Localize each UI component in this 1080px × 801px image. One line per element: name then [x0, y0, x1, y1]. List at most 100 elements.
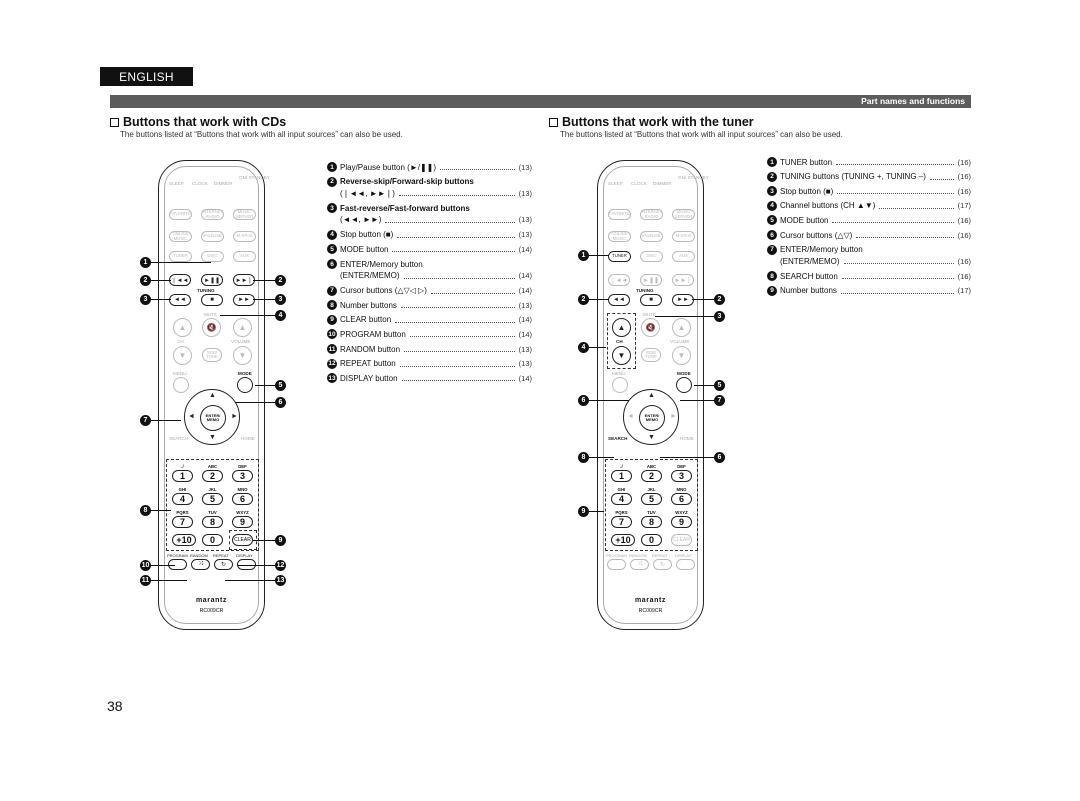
transport-button[interactable]: ■ [201, 294, 223, 306]
transport-button[interactable]: ►►❘ [233, 274, 255, 286]
volume-down-button[interactable]: ▼ [672, 346, 691, 365]
bottom-button[interactable] [607, 559, 626, 570]
volume-down-button[interactable]: ▼ [233, 346, 252, 365]
transport-button[interactable]: ►❚❚ [201, 274, 223, 286]
transport-button[interactable]: ►► [233, 294, 255, 306]
key-letters-label: PQRS [615, 510, 628, 515]
cursor-pad[interactable]: ▲ ▼ ◄ ► ENTER/ MEMO [184, 389, 240, 445]
source-button[interactable]: M-XPort [672, 231, 695, 242]
bottom-button[interactable]: ↻ [653, 559, 672, 570]
number-key-5[interactable]: 5 [202, 493, 223, 505]
number-key-9[interactable]: 9 [232, 516, 253, 528]
number-key-3[interactable]: 3 [671, 470, 692, 482]
sound-button[interactable]: SDB/ TONE [202, 348, 222, 362]
source-button[interactable]: iPod/USB [201, 231, 224, 242]
source-button[interactable]: AUX [672, 251, 695, 262]
bottom-button[interactable] [237, 559, 256, 570]
number-key-4[interactable]: 4 [611, 493, 632, 505]
bottom-button[interactable] [168, 559, 187, 570]
number-key-9[interactable]: 9 [671, 516, 692, 528]
source-button[interactable]: DISC [640, 251, 663, 262]
channel-up-button[interactable]: ▲ [173, 318, 192, 337]
cursor-right-button[interactable]: ► [670, 413, 677, 420]
zero-key[interactable]: 0 [641, 534, 662, 546]
number-key-7[interactable]: 7 [611, 516, 632, 528]
number-key-3[interactable]: 3 [232, 470, 253, 482]
dot-leader [400, 302, 515, 309]
bottom-button[interactable] [676, 559, 695, 570]
cursor-up-button[interactable]: ▲ [648, 392, 655, 399]
source-button[interactable]: INTERNET RADIO [640, 209, 663, 220]
cd-section-title: Buttons that work with CDs [110, 115, 286, 129]
enter-memo-button[interactable]: ENTER/ MEMO [639, 405, 665, 431]
mode-button[interactable] [676, 377, 692, 393]
cursor-right-button[interactable]: ► [231, 413, 238, 420]
number-key-5[interactable]: 5 [641, 493, 662, 505]
clear-key[interactable]: CLEAR [232, 534, 253, 546]
mode-button[interactable] [237, 377, 253, 393]
number-key-1[interactable]: 1 [172, 470, 193, 482]
number-key-7[interactable]: 7 [172, 516, 193, 528]
number-key-6[interactable]: 6 [671, 493, 692, 505]
enter-memo-button[interactable]: ENTER/ MEMO [200, 405, 226, 431]
plus10-key[interactable]: +10 [611, 534, 635, 546]
cursor-down-button[interactable]: ▼ [648, 434, 655, 441]
menu-button[interactable] [173, 377, 189, 393]
channel-up-button[interactable]: ▲ [612, 318, 631, 337]
list-item-label: RANDOM button [340, 344, 401, 354]
transport-button[interactable]: ◄◄ [169, 294, 191, 306]
bottom-button[interactable]: ⤨ [630, 559, 649, 570]
source-button[interactable]: TUNER [608, 251, 631, 262]
source-button[interactable]: iPod/USB [640, 231, 663, 242]
source-button[interactable]: FAVORITE [169, 209, 192, 220]
source-button[interactable]: DISC [201, 251, 224, 262]
search-label: SEARCH [608, 436, 628, 441]
transport-button[interactable]: ►►❘ [672, 274, 694, 286]
channel-down-button[interactable]: ▼ [612, 346, 631, 365]
source-button[interactable]: AUX [233, 251, 256, 262]
number-key-6[interactable]: 6 [232, 493, 253, 505]
transport-button[interactable]: ►❚❚ [640, 274, 662, 286]
plus10-key[interactable]: +10 [172, 534, 196, 546]
bottom-button[interactable]: ⤨ [191, 559, 210, 570]
channel-down-button[interactable]: ▼ [173, 346, 192, 365]
mute-button[interactable]: 🔇 [641, 318, 660, 337]
transport-button[interactable]: ❘◄◄ [608, 274, 630, 286]
number-key-2[interactable]: 2 [202, 470, 223, 482]
number-key-8[interactable]: 8 [641, 516, 662, 528]
source-button[interactable]: M-XPort [233, 231, 256, 242]
bottom-button[interactable]: ↻ [214, 559, 233, 570]
clear-key[interactable]: CLEAR [671, 534, 692, 546]
source-button[interactable]: TUNER [169, 251, 192, 262]
list-item-number: 2 [327, 176, 337, 187]
number-key-8[interactable]: 8 [202, 516, 223, 528]
cursor-pad[interactable]: ▲ ▼ ◄ ► ENTER/ MEMO [623, 389, 679, 445]
list-item-number: 9 [767, 285, 777, 296]
transport-button[interactable]: ■ [640, 294, 662, 306]
number-key-4[interactable]: 4 [172, 493, 193, 505]
transport-button[interactable]: ►► [672, 294, 694, 306]
sound-button[interactable]: SDB/ TONE [641, 348, 661, 362]
cursor-left-button[interactable]: ◄ [627, 413, 634, 420]
cursor-left-button[interactable]: ◄ [188, 413, 195, 420]
number-key-1[interactable]: 1 [611, 470, 632, 482]
zero-key[interactable]: 0 [202, 534, 223, 546]
volume-up-button[interactable]: ▲ [233, 318, 252, 337]
menu-button[interactable] [612, 377, 628, 393]
transport-button[interactable]: ◄◄ [608, 294, 630, 306]
dot-leader [836, 159, 954, 165]
source-button[interactable]: INTERNET RADIO [201, 209, 224, 220]
source-button[interactable]: ONLINE MUSIC [608, 231, 631, 242]
remote-label-0: SLEEP [169, 181, 184, 186]
mute-button[interactable]: 🔇 [202, 318, 221, 337]
source-button[interactable]: MUSIC SERVER [672, 209, 695, 220]
cursor-down-button[interactable]: ▼ [209, 434, 216, 441]
source-button[interactable]: MUSIC SERVER [233, 209, 256, 220]
number-key-2[interactable]: 2 [641, 470, 662, 482]
cursor-up-button[interactable]: ▲ [209, 392, 216, 399]
source-button[interactable]: ONLINE MUSIC [169, 231, 192, 242]
transport-button[interactable]: ❘◄◄ [169, 274, 191, 286]
source-button[interactable]: FAVORITE [608, 209, 631, 220]
volume-up-button[interactable]: ▲ [672, 318, 691, 337]
